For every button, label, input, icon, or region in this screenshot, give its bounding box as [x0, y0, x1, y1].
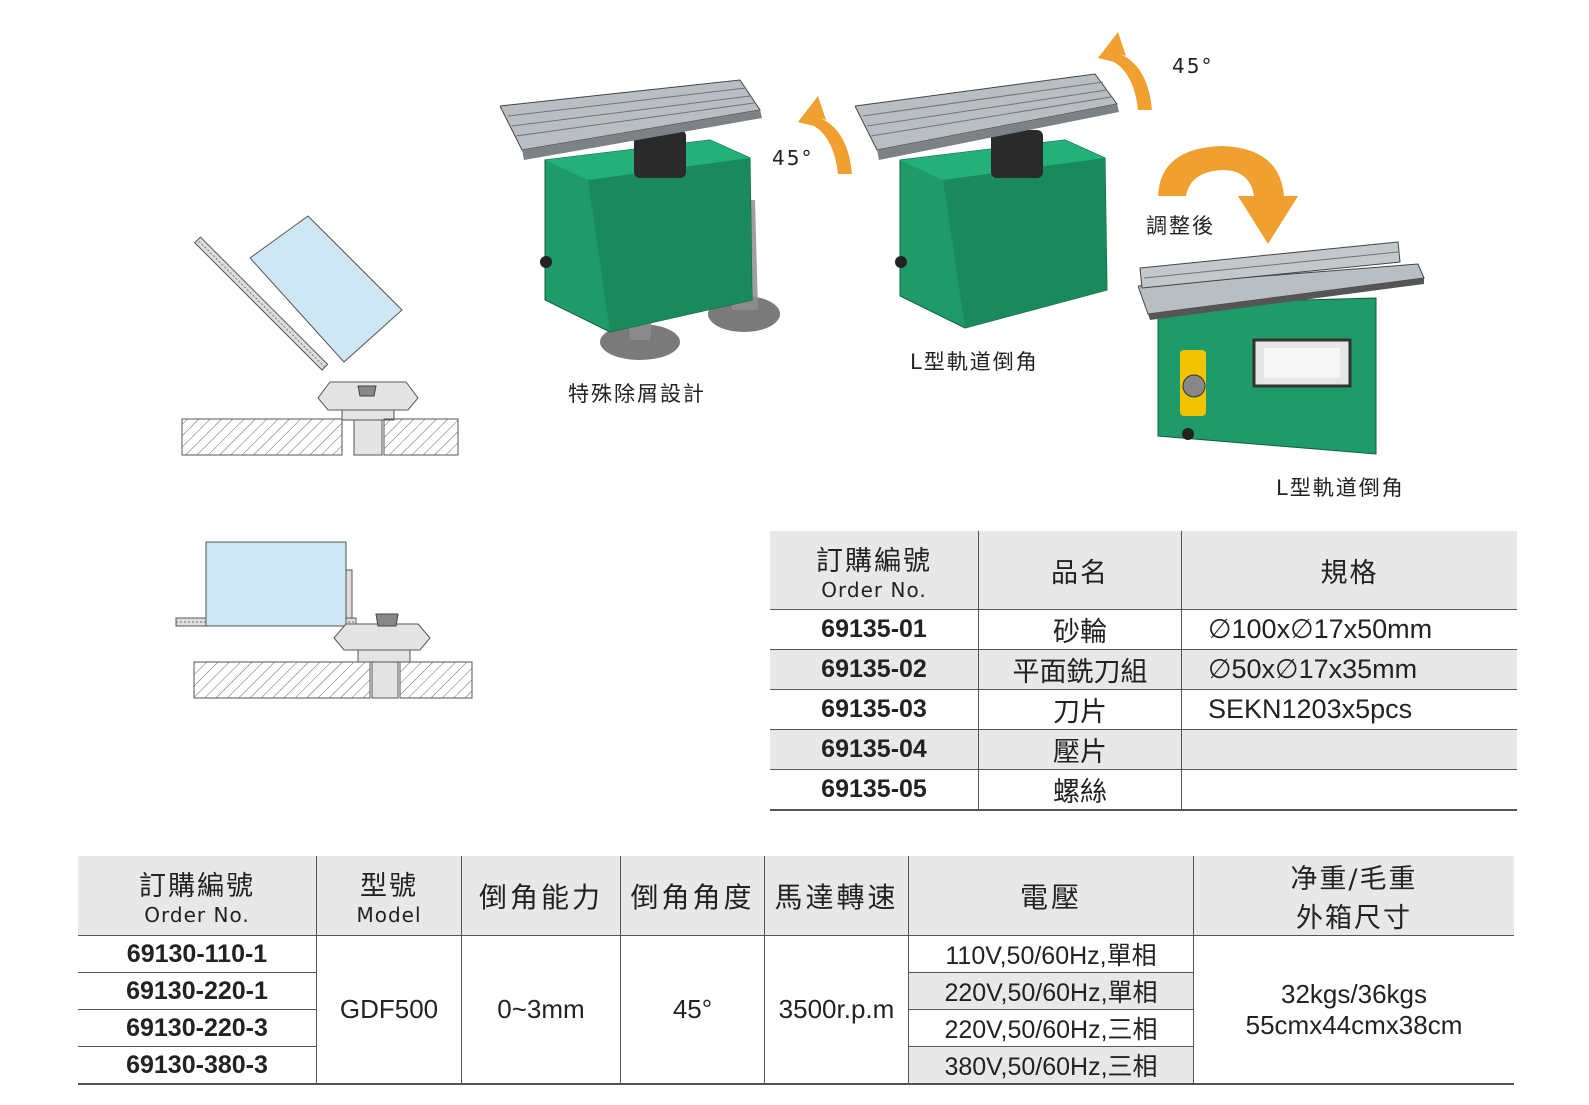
model-table: 訂購編號 Order No. 型號 Model 倒角能力 倒角角度 馬達轉速 電… [78, 856, 1514, 1085]
caption-chip-removal: 特殊除屑設計 [568, 382, 706, 406]
adjust-arrow-icon [1158, 146, 1298, 244]
capacity-cell: 0~3mm [461, 935, 621, 1085]
main-header-weight: 净重/毛重 外箱尺寸 [1193, 856, 1514, 936]
model-cell: GDF500 [316, 935, 462, 1085]
diagram-flat-chamfer [175, 541, 473, 699]
table-row: 69135-01 砂輪 ∅100x∅17x50mm [770, 609, 1517, 650]
speed-cell: 3500r.p.m [764, 935, 909, 1085]
angle-label-1: 45° [772, 146, 814, 170]
parts-header-name: 品名 [978, 531, 1182, 610]
machine-photo-l-rail-tilted [855, 73, 1119, 329]
table-row: 69130-110-1 GDF500 0~3mm 45° 3500r.p.m 1… [78, 935, 1514, 1085]
main-header-capacity: 倒角能力 [461, 856, 621, 936]
caption-adjusted: 調整後 [1146, 214, 1215, 238]
main-header-order: 訂購編號 Order No. [78, 856, 317, 936]
parts-header-spec: 規格 [1181, 531, 1517, 610]
angle-cell: 45° [620, 935, 765, 1085]
table-row: 69135-02 平面銑刀組 ∅50x∅17x35mm [770, 649, 1517, 690]
main-header-speed: 馬達轉速 [764, 856, 909, 936]
table-row: 69130-220-3 220V,50/60Hz,三相 [78, 1009, 1514, 1047]
table-row: 69135-05 螺絲 [770, 769, 1517, 811]
caption-l-rail-1: L型軌道倒角 [910, 350, 1039, 374]
machine-photo-chip-removal [500, 79, 780, 360]
caption-l-rail-2: L型軌道倒角 [1276, 476, 1405, 500]
rotate-arrow-icon [798, 96, 852, 174]
table-row: 69130-220-1 220V,50/60Hz,單相 [78, 972, 1514, 1010]
weight-cell: 32kgs/36kgs 55cmx44cmx38cm [1193, 935, 1514, 1085]
table-row: 69130-380-3 380V,50/60Hz,三相 [78, 1046, 1514, 1085]
main-header-model: 型號 Model [316, 856, 462, 936]
machine-photo-l-rail-flat [1138, 241, 1425, 455]
parts-header-order: 訂購編號 Order No. [770, 531, 979, 610]
rotate-arrow-icon [1098, 32, 1152, 110]
diagram-angled-chamfer [181, 215, 459, 456]
table-row: 69135-03 刀片 SEKN1203x5pcs [770, 689, 1517, 730]
parts-table: 訂購編號 Order No. 品名 規格 69135-01 砂輪 ∅100x∅1… [770, 531, 1517, 811]
angle-label-2: 45° [1172, 54, 1214, 78]
table-row: 69135-04 壓片 [770, 729, 1517, 770]
main-header-voltage: 電壓 [908, 856, 1194, 936]
main-header-angle: 倒角角度 [620, 856, 765, 936]
